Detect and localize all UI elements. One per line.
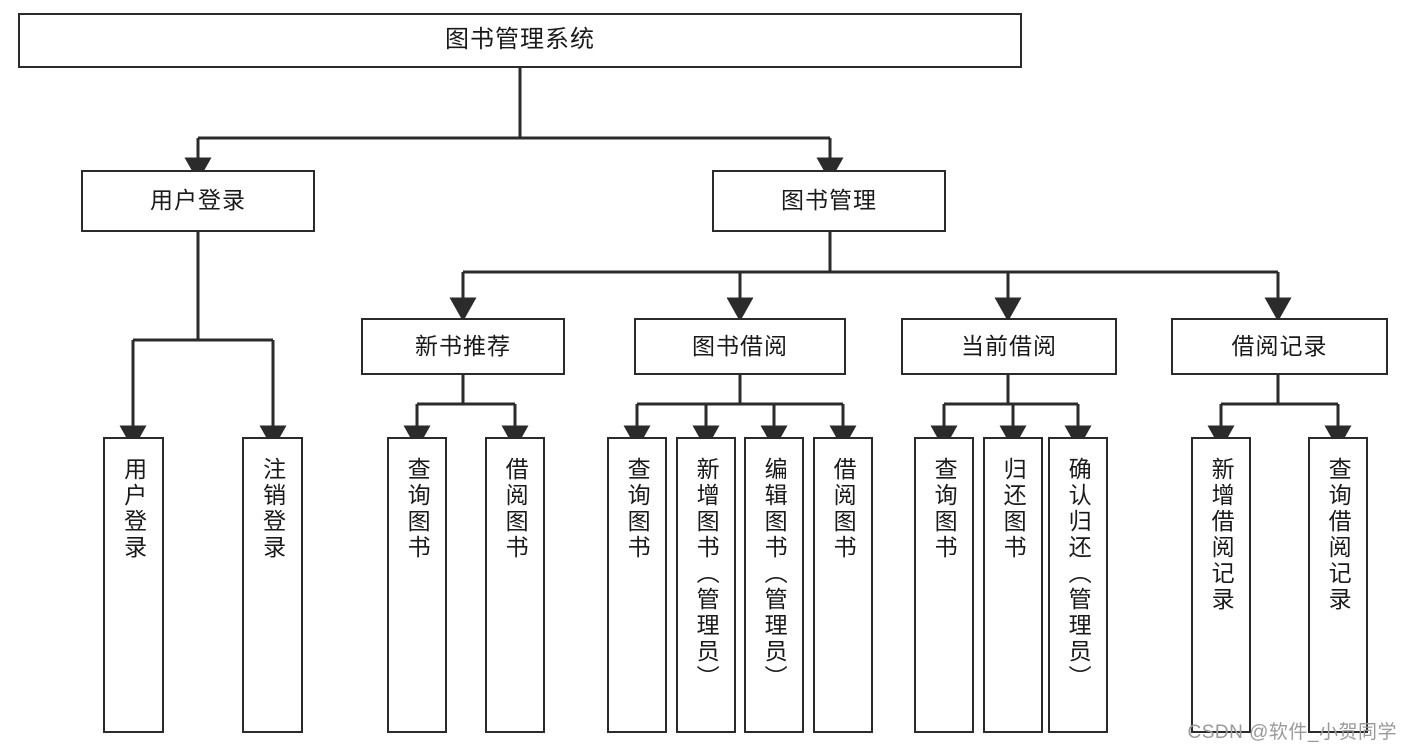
leaf-confirm-return[interactable]: 确认归还（管理员） [1048,437,1108,733]
leaf-user-login[interactable]: 用户登录 [103,437,164,733]
leaf-query-book-recommend[interactable]: 查询图书 [387,437,447,733]
leaf-edit-book[interactable]: 编辑图书（管理员） [744,437,804,733]
leaf-query-book-current[interactable]: 查询图书 [914,437,974,733]
leaf-query-book-borrow[interactable]: 查询图书 [607,437,667,733]
node-label: 用户登录 [150,187,246,214]
node-label: 新增图书（管理员） [693,457,720,691]
node-borrow-record[interactable]: 借阅记录 [1171,318,1388,375]
node-label: 归还图书 [1000,457,1027,561]
node-label: 查询图书 [624,457,651,561]
leaf-borrow-book[interactable]: 借阅图书 [813,437,873,733]
node-label: 图书管理 [781,187,877,214]
node-label: 查询借阅记录 [1325,457,1352,613]
csdn-watermark: CSDN @软件_小贺同学 [1187,722,1397,743]
node-label: 图书管理系统 [445,26,595,54]
node-label: 用户登录 [120,457,147,561]
node-label: 确认归还（管理员） [1065,457,1092,691]
node-label: 注销登录 [259,457,286,561]
node-book-management-system[interactable]: 图书管理系统 [18,13,1022,68]
leaf-logout[interactable]: 注销登录 [242,437,303,733]
node-label: 查询图书 [931,457,958,561]
leaf-borrow-book-recommend[interactable]: 借阅图书 [485,437,545,733]
node-label: 查询图书 [404,457,431,561]
node-current-borrow[interactable]: 当前借阅 [901,318,1117,375]
node-label: 编辑图书（管理员） [761,457,788,691]
node-label: 图书借阅 [692,332,788,359]
node-book-management[interactable]: 图书管理 [712,170,946,232]
node-label: 新书推荐 [415,332,511,359]
leaf-return-book[interactable]: 归还图书 [983,437,1043,733]
leaf-query-borrow-record[interactable]: 查询借阅记录 [1308,437,1368,733]
node-label: 借阅图书 [502,457,529,561]
node-label: 借阅图书 [830,457,857,561]
node-new-book-recommend[interactable]: 新书推荐 [361,318,565,375]
node-label: 新增借阅记录 [1208,457,1235,613]
node-book-borrow[interactable]: 图书借阅 [634,318,846,375]
node-label: 借阅记录 [1231,332,1328,359]
leaf-add-borrow-record[interactable]: 新增借阅记录 [1191,437,1251,733]
leaf-add-book[interactable]: 新增图书（管理员） [676,437,736,733]
node-user-login[interactable]: 用户登录 [81,170,315,232]
node-label: 当前借阅 [961,332,1057,359]
